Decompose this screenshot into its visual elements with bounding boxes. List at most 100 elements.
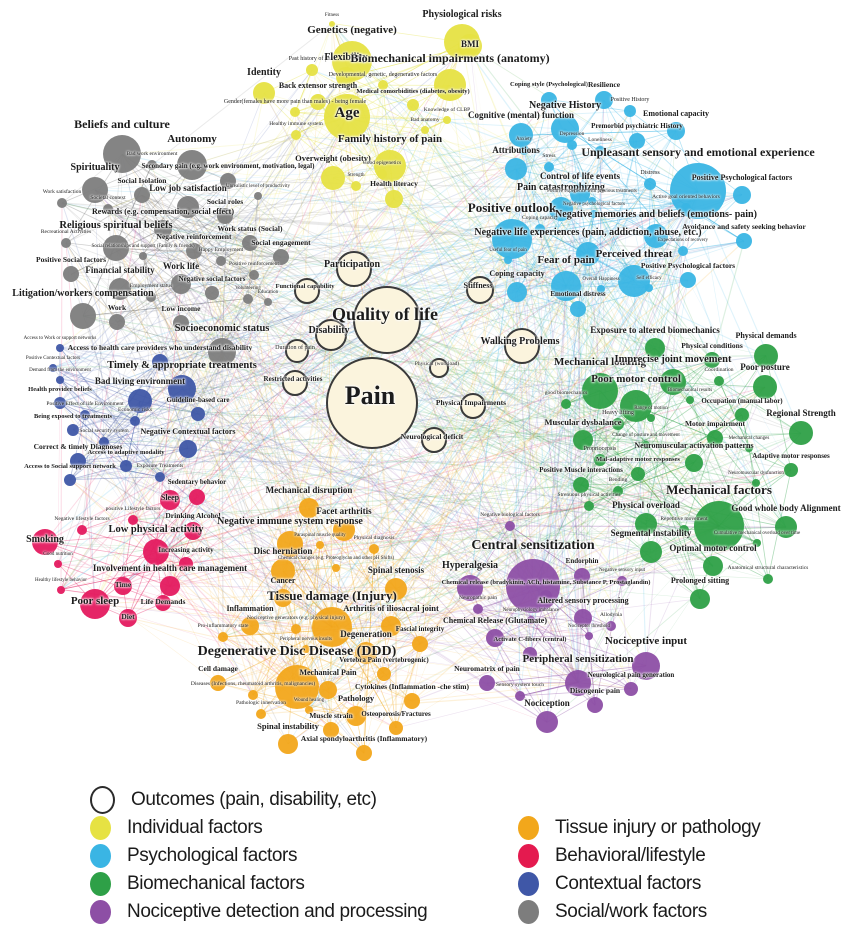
graph-node-tissue-injury-pathology [299, 498, 319, 519]
graph-node-social-work-factors [57, 197, 67, 208]
graph-node-label: Nociceptor threshold [567, 624, 611, 630]
graph-node-label: Expectations of recovery [658, 238, 708, 244]
graph-node-label: Axial spondyloarthritis (Inflammatory) [300, 733, 428, 743]
graph-node-contextual-factors [152, 354, 168, 371]
graph-node-label: Coping capacity [522, 215, 558, 222]
graph-node-label: Mechanical factors [666, 481, 772, 497]
graph-node-label: Optimal motor control [669, 542, 757, 553]
graph-node-label: Activate C-fibers (central) [493, 636, 567, 644]
graph-node-individual-factors [253, 82, 275, 104]
graph-node-label: Mechanical changes [728, 436, 770, 442]
graph-node-behavioral-lifestyle [54, 559, 62, 568]
graph-node-label: Positive reinforcement [229, 261, 279, 268]
graph-node-contextual-factors [128, 389, 152, 414]
legend-label: Contextual factors [555, 873, 701, 894]
graph-node-contextual-factors [168, 375, 196, 404]
graph-node-tissue-injury-pathology [355, 642, 377, 665]
graph-node-social-work-factors [171, 274, 191, 295]
graph-node-label: Peripheral sensitization [522, 653, 634, 666]
graph-node-label: Social engagement [251, 237, 311, 247]
legend-swatch-icon [90, 816, 111, 840]
graph-node-label: Unrealistic level of productivity [225, 184, 290, 190]
graph-node-contextual-factors [49, 363, 57, 372]
graph-node-label: Discogenic pain [569, 685, 621, 695]
graph-node-label: Muscle strain [309, 710, 353, 720]
graph-node-label: Increasing activity [158, 545, 214, 554]
graph-node-individual-factors [458, 34, 482, 58]
graph-node-tissue-injury-pathology [278, 733, 298, 754]
graph-node-biomechanical-factors [640, 541, 662, 564]
graph-node-contextual-factors [67, 423, 79, 436]
graph-node-psychological-factors [535, 223, 545, 234]
graph-node-behavioral-lifestyle [128, 514, 138, 525]
graph-node-biomechanical-factors [642, 440, 650, 449]
graph-node-label: Repetitive movement [660, 516, 708, 523]
legend-swatch-icon [518, 872, 539, 896]
graph-node-tissue-injury-pathology [319, 680, 337, 699]
graph-node-label: Gender(females have more pain than males… [223, 98, 367, 105]
graph-node-individual-factors [291, 129, 301, 140]
graph-node-psychological-factors [551, 270, 581, 301]
graph-node-tissue-injury-pathology [218, 631, 228, 642]
legend-item: Behavioral/lifestyle [518, 842, 760, 870]
graph-node-label: Developmental, genetic, degenerative fac… [328, 71, 438, 78]
graph-node-social-work-factors [82, 177, 108, 203]
graph-node-contextual-factors [155, 471, 165, 482]
graph-node-social-work-factors [61, 237, 71, 248]
graph-node-psychological-factors [492, 219, 532, 260]
graph-node-nociceptive-detection-processing [632, 651, 660, 680]
graph-node-label: Cognitive (mental) function [468, 109, 574, 120]
graph-node-psychological-factors [680, 272, 696, 289]
graph-node-psychological-factors [590, 209, 598, 218]
graph-node-biomechanical-factors [735, 407, 749, 422]
graph-node-label: Poor sleep [70, 595, 120, 608]
graph-node-biomechanical-factors [753, 538, 761, 547]
graph-node-label: Strenuous physical activities [557, 492, 621, 499]
graph-node-label: Chemical Release (Glutamate) [443, 616, 547, 626]
graph-node-psychological-factors [736, 233, 752, 250]
graph-node-biomechanical-factors [704, 352, 720, 369]
graph-node-label: Allodynia [600, 612, 622, 619]
graph-node-label: Neuromatrix of pain [454, 663, 520, 673]
graph-node-label: Adaptive motor responses [752, 451, 830, 460]
graph-node-label: Hyperalgesia [441, 559, 499, 571]
graph-node-biomechanical-factors [679, 524, 689, 535]
graph-node-outcomes [282, 370, 308, 396]
graph-node-label: Perceived threat [595, 248, 673, 261]
graph-node-label: Work status (Social) [217, 223, 283, 233]
graph-node-label: Negative History [529, 99, 601, 111]
graph-node-tissue-injury-pathology [346, 705, 366, 726]
graph-node-label: Strength [347, 173, 365, 179]
graph-node-label: Propriocepsis [583, 445, 617, 452]
graph-node-social-work-factors [186, 243, 202, 260]
graph-node-biomechanical-factors [645, 338, 665, 359]
graph-node-social-work-factors [216, 255, 226, 266]
graph-node-label: Work satisfaction [42, 189, 82, 196]
graph-node-contextual-factors [191, 406, 205, 421]
graph-node-outcomes [326, 357, 418, 449]
graph-node-nociceptive-detection-processing [479, 675, 495, 692]
graph-node-outcomes [285, 339, 309, 363]
graph-node-psychological-factors [588, 196, 596, 205]
graph-node-social-work-factors [177, 149, 207, 180]
graph-node-label: Muscular dysbalance [544, 416, 622, 427]
graph-node-psychological-factors [667, 121, 685, 140]
graph-node-nociceptive-detection-processing [565, 669, 591, 696]
graph-node-biomechanical-factors [647, 413, 655, 422]
graph-node-label: Life Demands [140, 596, 186, 606]
graph-node-individual-factors [407, 98, 419, 111]
graph-node-label: Premorbid psychiatric History [591, 121, 683, 130]
graph-node-label: Beliefs and culture [74, 117, 170, 132]
graph-node-outcomes [353, 286, 421, 354]
graph-node-tissue-injury-pathology [277, 531, 303, 557]
graph-node-outcomes [429, 358, 449, 378]
graph-node-individual-factors [336, 67, 356, 87]
graph-node-label: Negative reinforcement [156, 231, 232, 241]
graph-node-outcomes [466, 276, 494, 304]
graph-node-contextual-factors [56, 375, 64, 384]
graph-node-psychological-factors [576, 242, 600, 266]
graph-node-biomechanical-factors [573, 476, 589, 493]
legend-swatch-icon [90, 872, 111, 896]
